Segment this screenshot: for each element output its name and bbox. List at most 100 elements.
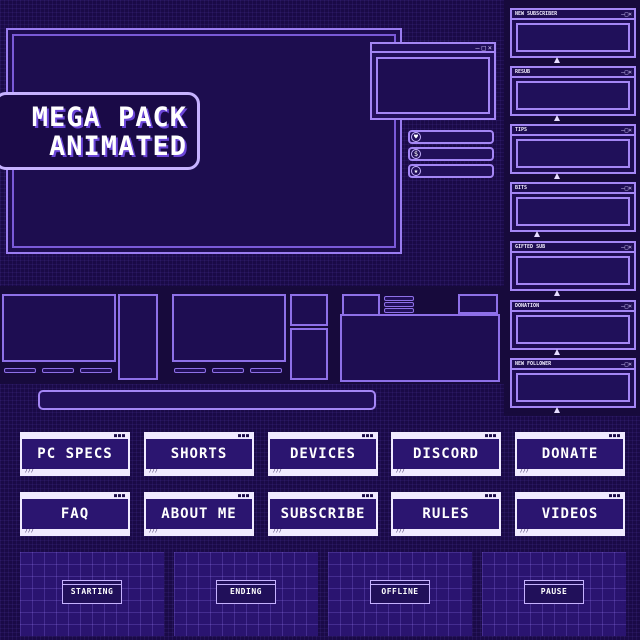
layout-preview-3-cam[interactable] — [342, 294, 380, 316]
cursor-icon — [554, 407, 560, 413]
grip-icon: /// — [273, 468, 283, 474]
alert-body — [516, 256, 630, 296]
panel-button-pc-specs[interactable]: ■■■ PC SPECS /// — [20, 432, 130, 476]
alert-label: NEW FOLLOWER — [512, 360, 634, 370]
close-icon[interactable]: × — [487, 44, 492, 52]
minimize-icon[interactable]: – — [475, 44, 480, 52]
window-dots-icon: ■■■ — [484, 493, 497, 499]
scene-label: PAUSE — [540, 587, 568, 596]
panel-button-videos[interactable]: ■■■ VIDEOS /// — [515, 492, 625, 536]
grip-icon: /// — [520, 528, 530, 534]
scene-ending[interactable]: ENDING — [174, 552, 318, 636]
window-controls-icon: –□× — [621, 361, 632, 368]
window-controls-icon: –□× — [621, 185, 632, 192]
grip-icon: /// — [396, 468, 406, 474]
window-controls-icon: –□× — [621, 127, 632, 134]
alert-tips[interactable]: TIPS –□× — [510, 124, 636, 179]
scene-pause[interactable]: PAUSE — [482, 552, 626, 636]
window-dots-icon: ■■■ — [237, 433, 250, 439]
grip-icon: /// — [149, 468, 159, 474]
dollar-icon: $ — [411, 149, 421, 159]
maximize-icon[interactable]: □ — [481, 44, 486, 52]
alert-label: GIFTED SUB — [512, 243, 634, 253]
grip-icon: /// — [25, 528, 35, 534]
layout-preview-1-main[interactable] — [2, 294, 116, 362]
alert-new-follower[interactable]: NEW FOLLOWER –□× — [510, 358, 636, 413]
grip-icon: /// — [149, 528, 159, 534]
grip-icon: /// — [273, 528, 283, 534]
alert-new-subscriber[interactable]: NEW SUBSCRIBER –□× — [510, 8, 636, 63]
panel-button-about-me[interactable]: ■■■ ABOUT ME /// — [144, 492, 254, 536]
alert-resub[interactable]: RESUB –□× — [510, 66, 636, 121]
button-label: ABOUT ME — [146, 499, 252, 529]
button-label: DEVICES — [270, 439, 376, 469]
button-label: FAQ — [22, 499, 128, 529]
alert-body — [516, 197, 630, 237]
scene-box-titlebar — [217, 581, 275, 585]
social-pill-dollar[interactable]: $ — [408, 147, 494, 161]
cursor-icon — [554, 349, 560, 355]
alert-label: BITS — [512, 184, 634, 194]
panel-button-devices[interactable]: ■■■ DEVICES /// — [268, 432, 378, 476]
camera-window[interactable]: – □ × — [370, 42, 496, 120]
scene-starting[interactable]: STARTING — [20, 552, 164, 636]
button-label: DISCORD — [393, 439, 499, 469]
alert-donation[interactable]: DONATION –□× — [510, 300, 636, 355]
scene-label-box: OFFLINE — [370, 580, 430, 604]
scene-box-titlebar — [525, 581, 583, 585]
panel-button-discord[interactable]: ■■■ DISCORD /// — [391, 432, 501, 476]
title-line-2: ANIMATED — [48, 131, 187, 162]
layout-preview-3-bar — [384, 308, 414, 313]
button-label: PC SPECS — [22, 439, 128, 469]
window-dots-icon: ■■■ — [484, 433, 497, 439]
alert-label: TIPS — [512, 126, 634, 136]
window-dots-icon: ■■■ — [237, 493, 250, 499]
heart-icon: ♥ — [411, 132, 421, 142]
scene-label: STARTING — [70, 587, 114, 596]
layout-preview-2-main[interactable] — [172, 294, 286, 362]
scene-label: ENDING — [230, 587, 262, 596]
panel-button-rules[interactable]: ■■■ RULES /// — [391, 492, 501, 536]
layout-preview-1-side[interactable] — [118, 294, 158, 380]
grip-icon: /// — [25, 468, 35, 474]
layout-preview-2-bar — [250, 368, 282, 373]
scene-label-box: STARTING — [62, 580, 122, 604]
scene-label: OFFLINE — [381, 587, 419, 596]
layout-preview-3-webcam[interactable] — [458, 294, 498, 314]
cursor-icon — [554, 290, 560, 296]
layout-preview-1-bar — [42, 368, 74, 373]
scene-box-titlebar — [371, 581, 429, 585]
panel-button-donate[interactable]: ■■■ DONATE /// — [515, 432, 625, 476]
layout-preview-3-main[interactable] — [340, 314, 500, 382]
grip-icon: /// — [520, 468, 530, 474]
social-pill-heart[interactable]: ♥ — [408, 130, 494, 144]
window-dots-icon: ■■■ — [113, 433, 126, 439]
alert-body — [516, 23, 630, 63]
panel-button-shorts[interactable]: ■■■ SHORTS /// — [144, 432, 254, 476]
social-pill-star[interactable]: ★ — [408, 164, 494, 178]
cursor-icon — [554, 173, 560, 179]
alert-body — [516, 139, 630, 179]
alert-label: RESUB — [512, 68, 634, 78]
button-label: SUBSCRIBE — [270, 499, 376, 529]
scene-label-box: ENDING — [216, 580, 276, 604]
layout-preview-2-chat[interactable] — [290, 328, 328, 380]
alert-gifted-sub[interactable]: GIFTED SUB –□× — [510, 241, 636, 296]
window-controls-icon: –□× — [621, 303, 632, 310]
panel-button-subscribe[interactable]: ■■■ SUBSCRIBE /// — [268, 492, 378, 536]
cursor-icon — [554, 57, 560, 63]
title-badge: MEGA PACK ANIMATED — [0, 92, 200, 170]
alert-body — [516, 81, 630, 121]
window-dots-icon: ■■■ — [361, 433, 374, 439]
alert-bits[interactable]: BITS –□× — [510, 182, 636, 237]
button-label: DONATE — [517, 439, 623, 469]
window-controls-icon: –□× — [621, 69, 632, 76]
window-dots-icon: ■■■ — [113, 493, 126, 499]
window-controls-icon: –□× — [621, 244, 632, 251]
layout-preview-3-bar — [384, 302, 414, 307]
layout-preview-2-cam[interactable] — [290, 294, 328, 326]
panel-button-faq[interactable]: ■■■ FAQ /// — [20, 492, 130, 536]
window-dots-icon: ■■■ — [361, 493, 374, 499]
layout-preview-3-bar — [384, 296, 414, 301]
scene-offline[interactable]: OFFLINE — [328, 552, 472, 636]
